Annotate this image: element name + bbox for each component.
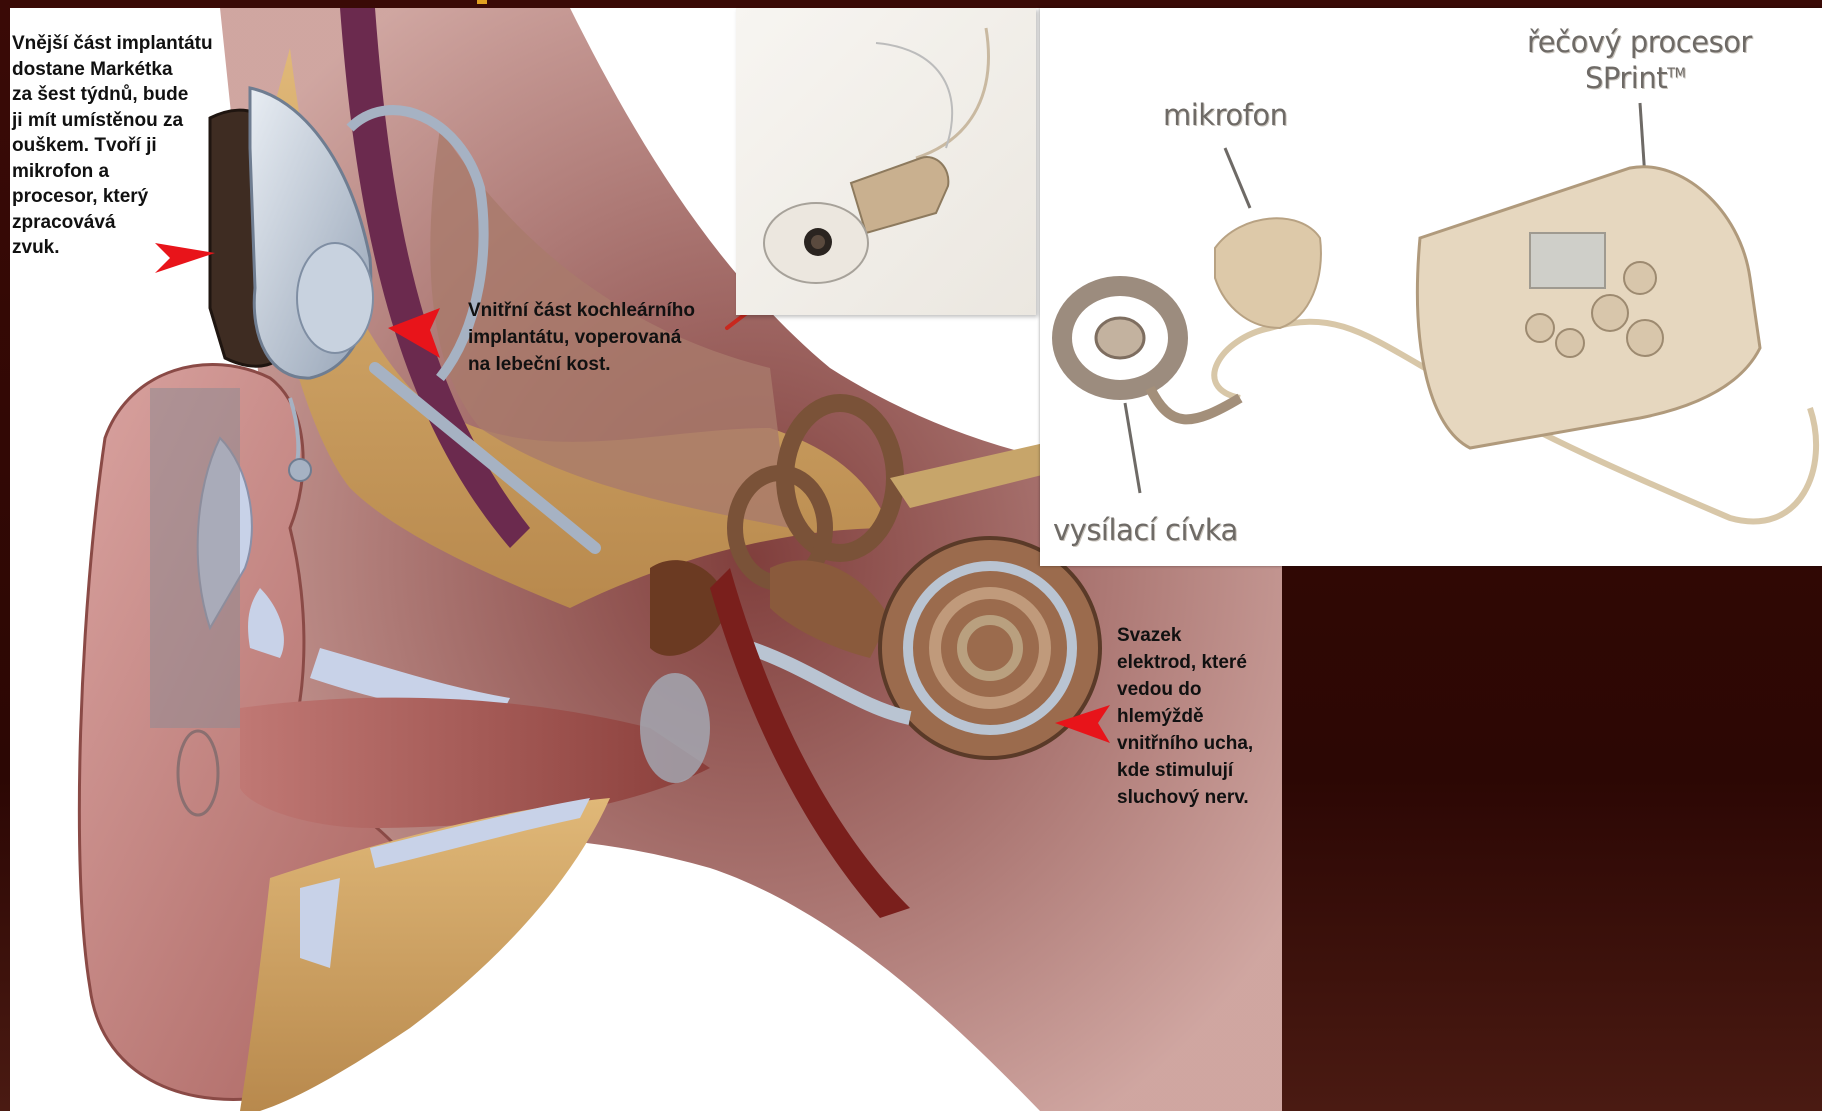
label-external-line: Vnější část implantátu	[12, 31, 213, 57]
processor-label-line2: SPrintTM	[1585, 61, 1685, 95]
label-external-line: ouškem. Tvoří ji	[12, 133, 213, 159]
coil-magnet	[1096, 318, 1144, 358]
coil-label: vysílací cívka	[1053, 513, 1238, 547]
ground-electrode-tip	[289, 459, 311, 481]
label-electrodes: Svazek elektrod, které vedou do hlemýždě…	[1117, 622, 1253, 811]
microphone-headpiece	[1215, 218, 1321, 328]
processor-button-2	[1556, 329, 1584, 357]
label-internal-line: na lebeční kost.	[468, 351, 695, 378]
label-electrodes-line: vedou do	[1117, 676, 1253, 703]
header-strip	[0, 0, 1822, 8]
label-external-line: za šest týdnů, bude	[12, 82, 213, 108]
label-external-line: zpracovává	[12, 210, 213, 236]
processor-box	[1417, 167, 1760, 448]
title-fragment-mark	[477, 0, 487, 4]
trademark-symbol: TM	[1667, 66, 1685, 81]
label-external-line: dostane Markétka	[12, 57, 213, 83]
implant-magnet	[297, 243, 373, 353]
label-electrodes-line: vnitřního ucha,	[1117, 730, 1253, 757]
eardrum	[640, 673, 710, 783]
behind-ear-device-shadow	[150, 388, 240, 728]
leader-microphone	[1225, 148, 1250, 208]
implant-photo-inset	[736, 8, 1036, 315]
implant-wire-2	[876, 43, 952, 148]
processor-display	[1530, 233, 1605, 288]
label-electrodes-line: elektrod, které	[1117, 649, 1253, 676]
label-external-line: ji mít umístěnou za	[12, 108, 213, 134]
processor-label-line1: řečový procesor	[1527, 25, 1752, 59]
implant-magnet-center	[811, 235, 825, 249]
label-external-part: Vnější část implantátu dostane Markétka …	[12, 31, 213, 261]
label-electrodes-line: sluchový nerv.	[1117, 784, 1253, 811]
label-external-line: mikrofon a	[12, 159, 213, 185]
processor-button-5	[1627, 320, 1663, 356]
implant-photo	[736, 8, 1036, 315]
implant-wire-1	[916, 28, 988, 158]
label-external-line: procesor, který	[12, 184, 213, 210]
processor-button-1	[1526, 314, 1554, 342]
label-internal-part: Vnitřní část kochleárního implantátu, vo…	[468, 297, 695, 378]
processor-button-3	[1592, 295, 1628, 331]
speech-processor-panel: řečový procesor SPrintTM mikrofon vysíla…	[1040, 8, 1822, 566]
label-electrodes-line: Svazek	[1117, 622, 1253, 649]
label-electrodes-line: hlemýždě	[1117, 703, 1253, 730]
implant-receiver-body	[851, 157, 948, 233]
processor-model-name: SPrint	[1585, 61, 1667, 95]
microphone-label: mikrofon	[1163, 98, 1287, 132]
label-external-line: zvuk.	[12, 235, 213, 261]
speech-processor-illustration	[1040, 8, 1822, 566]
label-electrodes-line: kde stimulují	[1117, 757, 1253, 784]
processor-button-4	[1624, 262, 1656, 294]
label-internal-line: Vnitřní část kochleárního	[468, 297, 695, 324]
label-internal-line: implantátu, voperovaná	[468, 324, 695, 351]
leader-coil	[1125, 403, 1140, 493]
